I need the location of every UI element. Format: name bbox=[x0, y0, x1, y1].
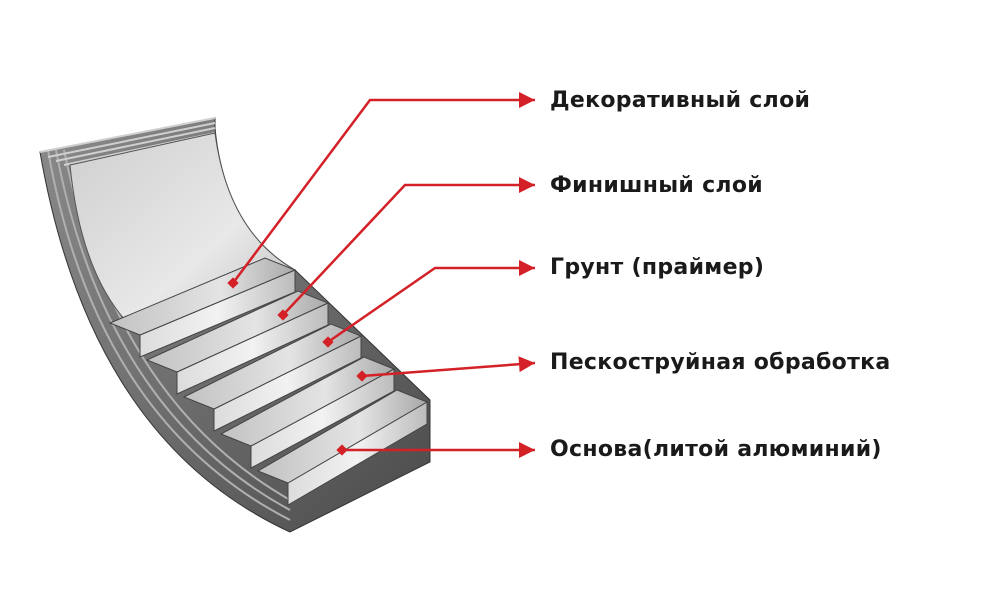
label-finish-layer: Финишный слой bbox=[550, 173, 763, 198]
anchor-marker bbox=[277, 309, 289, 321]
layer-step-top bbox=[256, 389, 429, 484]
arrowhead-icon bbox=[519, 260, 535, 276]
label-sandblasting: Пескоструйная обработка bbox=[550, 350, 891, 375]
leader-line bbox=[282, 183, 535, 316]
layer-step-top bbox=[182, 323, 363, 410]
label-base-cast-aluminum: Основа(литой алюминий) bbox=[550, 437, 882, 462]
leader-line bbox=[231, 98, 535, 284]
wall-top-edges bbox=[39, 117, 216, 166]
leader-line bbox=[327, 266, 535, 344]
layer-step-top bbox=[219, 356, 396, 447]
label-primer: Грунт (праймер) bbox=[550, 255, 765, 280]
anchor-marker bbox=[356, 370, 368, 382]
arrowhead-icon bbox=[519, 177, 535, 193]
layer-step-top bbox=[108, 257, 297, 336]
anchor-marker bbox=[336, 444, 348, 456]
anchor-marker bbox=[322, 336, 334, 348]
arrowhead-icon bbox=[519, 442, 535, 458]
anchor-marker bbox=[227, 277, 239, 289]
label-decorative-layer: Декоративный слой bbox=[550, 88, 811, 113]
leader-line bbox=[361, 361, 536, 378]
arrowhead-icon bbox=[518, 356, 535, 373]
arrowhead-icon bbox=[519, 92, 535, 108]
